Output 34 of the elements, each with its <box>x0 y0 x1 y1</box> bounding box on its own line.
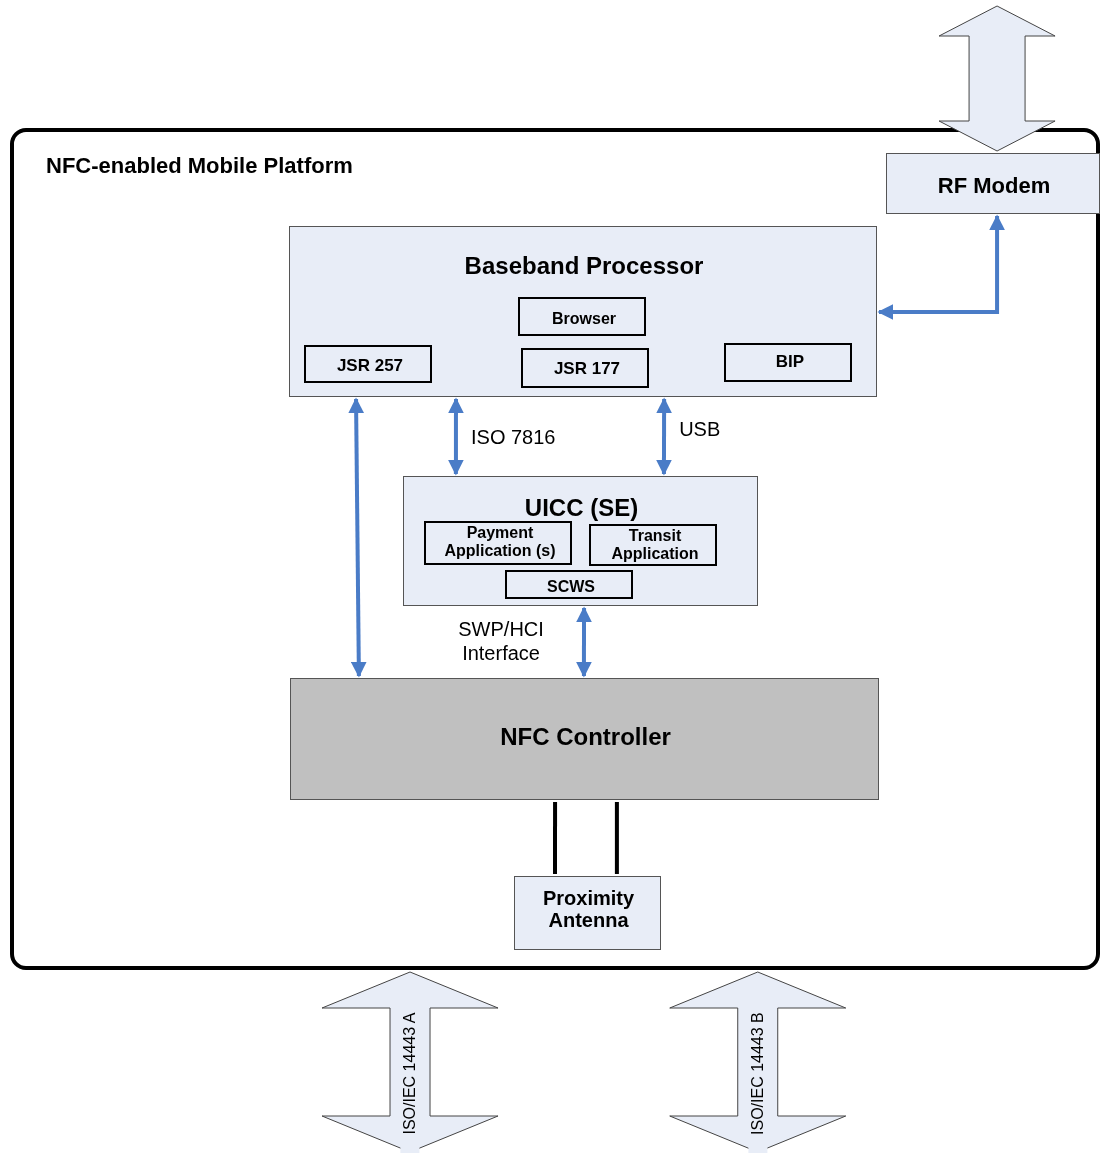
arrow <box>575 606 592 678</box>
module-box <box>589 524 717 566</box>
component-box <box>514 876 661 950</box>
arrow <box>447 397 464 476</box>
component-box <box>886 153 1100 214</box>
component-box <box>403 476 758 606</box>
module-box <box>724 343 852 382</box>
block-arrow <box>938 5 1056 152</box>
arrow <box>348 397 367 678</box>
module-box <box>424 521 572 565</box>
component-label: Proximity Antenna <box>541 887 636 931</box>
component-box <box>289 226 877 397</box>
connector-line <box>614 802 619 874</box>
platform-title: NFC-enabled Mobile Platform <box>46 154 353 179</box>
arrow <box>877 214 1006 320</box>
module-box <box>518 297 646 336</box>
component-label: Browser <box>551 310 617 328</box>
controller-box <box>290 678 879 800</box>
platform-frame <box>10 128 1100 970</box>
component-label: NFC Controller <box>499 724 672 751</box>
component-label: RF Modem <box>936 174 1052 199</box>
module-box <box>521 348 649 388</box>
component-label: SCWS <box>546 578 596 596</box>
component-label: UICC (SE) <box>523 495 640 522</box>
component-label: Payment Application (s) <box>443 524 557 560</box>
component-label: BIP <box>774 353 806 372</box>
component-label: Baseband Processor <box>463 253 705 280</box>
component-label: JSR 177 <box>552 360 622 379</box>
connector-line <box>553 802 558 874</box>
arrow <box>655 397 673 476</box>
module-box <box>505 570 633 599</box>
module-box <box>304 345 432 383</box>
component-label: Transit Application <box>610 527 700 563</box>
component-label: JSR 257 <box>335 357 405 376</box>
